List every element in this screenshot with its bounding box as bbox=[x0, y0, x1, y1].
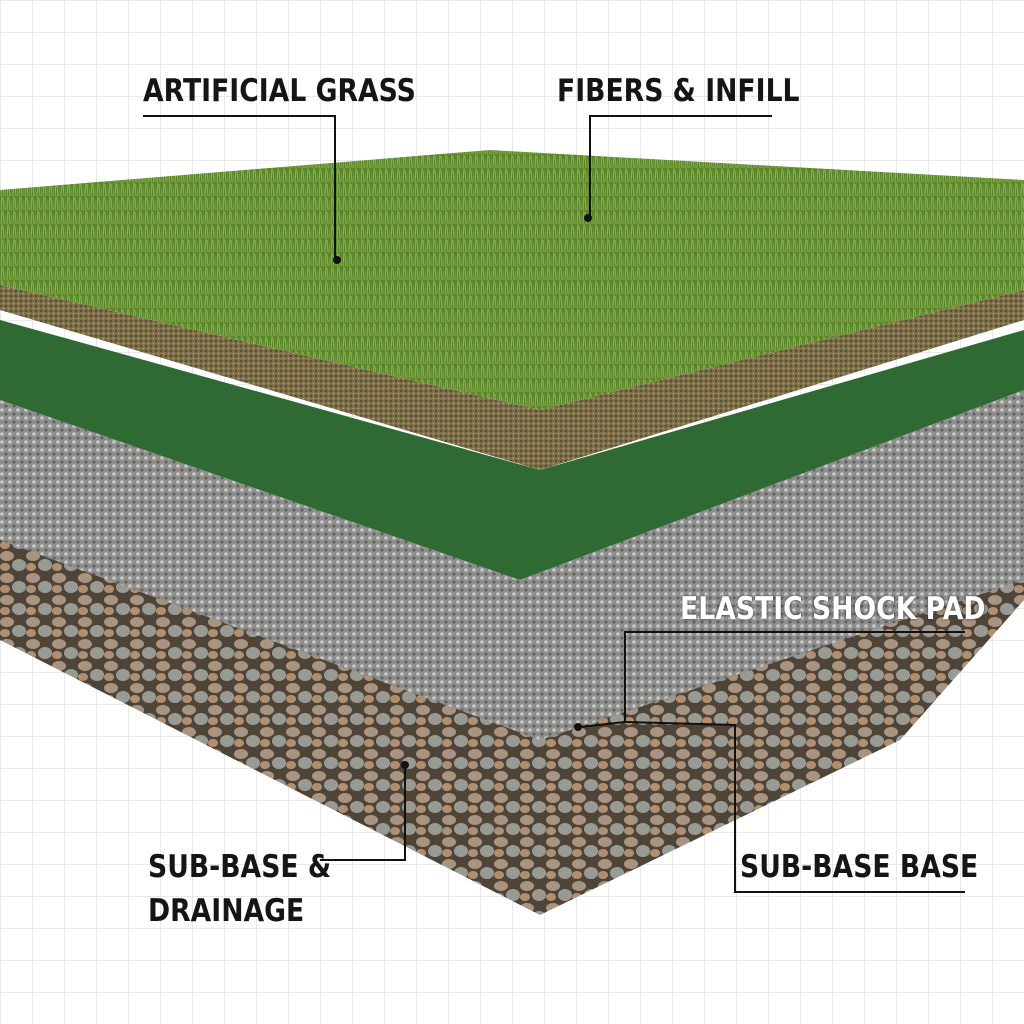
label-elastic-shock-pad: ELASTIC SHOCK PAD bbox=[680, 591, 986, 627]
shock-pad-layer bbox=[0, 320, 1024, 580]
rocks-layer bbox=[0, 520, 1024, 915]
label-sub-base-drainage-line2: DRAINAGE bbox=[148, 893, 305, 929]
label-artificial-grass: ARTIFICIAL GRASS bbox=[143, 73, 416, 109]
label-sub-base-drainage-line1: SUB-BASE & bbox=[148, 849, 332, 885]
label-sub-base-base: SUB-BASE BASE bbox=[740, 849, 979, 885]
infill-layer bbox=[0, 285, 1024, 470]
grass-layer bbox=[0, 150, 1024, 410]
leader-lines bbox=[143, 115, 965, 893]
leader-dots bbox=[333, 214, 592, 769]
label-fibers-infill: FIBERS & INFILL bbox=[557, 73, 800, 109]
gravel-layer bbox=[0, 390, 1024, 740]
